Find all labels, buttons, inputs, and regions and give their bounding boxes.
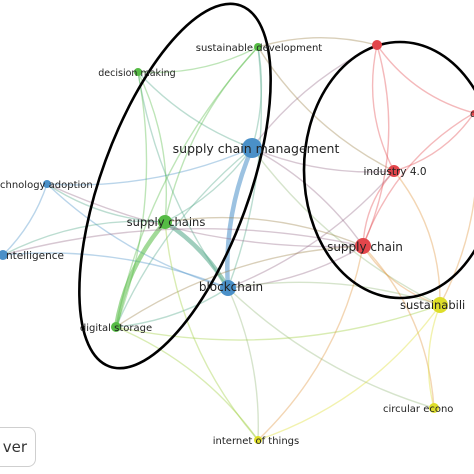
label-layer: supply chain management blockchain chnolog… <box>0 43 474 447</box>
label-supply_chain: supply chain <box>327 240 403 254</box>
edge-intelligence-supply_chain <box>2 227 364 256</box>
edge-red_top-red_right <box>376 44 474 114</box>
node-supply_chain_management[interactable] <box>242 138 262 158</box>
label-supply_chains: supply chains <box>127 215 206 229</box>
label-digital_storage: digital storage <box>80 323 152 334</box>
node-sustainable_development[interactable] <box>254 43 262 51</box>
label-internet_of_things: internet of things <box>213 436 299 447</box>
edge-supply_chain_management-technology_adoption <box>46 147 253 186</box>
edge-supply_chains-technology_adoption <box>46 183 166 223</box>
label-industry_40: industry 4.0 <box>363 166 426 178</box>
label-intelligence: ntelligence <box>6 250 64 262</box>
edge-digital_storage-supply_chain <box>115 245 364 328</box>
edge-industry_40-supply_chain <box>362 170 395 247</box>
label-red_right: d <box>470 109 474 120</box>
node-supply_chain[interactable] <box>355 238 371 254</box>
edge-supply_chains-sustainable_development <box>164 46 259 223</box>
edge-supply_chain_management-supply_chain <box>251 147 364 247</box>
node-layer <box>0 40 474 444</box>
edge-supply_chains-supply_chain <box>164 216 364 247</box>
edge-blockchain-circular_economy <box>227 287 435 409</box>
edge-blockchain-supply_chains <box>163 220 230 290</box>
edge-decision_making-digital_storage <box>115 71 148 328</box>
label-circular_economy: circular econo <box>383 404 453 415</box>
edge-technology_adoption-intelligence <box>2 183 48 256</box>
edge-industry_40-red_right <box>393 112 474 172</box>
edge-internet_of_things-supply_chains <box>164 221 259 441</box>
label-blockchain: blockchain <box>199 280 263 294</box>
edge-supply_chain_management-decision_making <box>137 71 253 149</box>
edge-supply_chain_management-blockchain <box>225 147 255 289</box>
edge-industry_40-red_top <box>371 44 395 172</box>
node-technology_adoption[interactable] <box>43 180 51 188</box>
edge-blockchain-decision_making <box>137 71 229 289</box>
edge-internet_of_things-supply_chain <box>257 245 364 441</box>
edge-industry_40-sustainability <box>393 170 441 306</box>
edge-supply_chains-digital_storage <box>113 220 167 328</box>
node-industry_40[interactable] <box>388 165 400 177</box>
viewer-button-label: ver <box>2 438 27 456</box>
edge-sustainable_development-digital_storage <box>115 46 259 328</box>
edge-supply_chains-decision_making <box>137 71 168 223</box>
red-cluster-outline <box>302 40 474 300</box>
label-sustainability: sustainabili <box>400 298 465 312</box>
edge-sustainability-internet_of_things <box>257 304 441 441</box>
edge-technology_adoption-supply_chain <box>46 183 364 248</box>
edge-supply_chain_management-sustainability <box>251 147 441 306</box>
edge-digital_storage-sustainability <box>115 304 441 341</box>
edge-sustainability-circular_economy <box>427 304 441 409</box>
label-supply_chain_management: supply chain management <box>173 141 340 156</box>
label-decision_making: decision making <box>98 68 175 79</box>
edge-digital_storage-internet_of_things <box>115 326 259 441</box>
node-supply_chains[interactable] <box>158 215 172 229</box>
viewer-button[interactable]: ver <box>0 427 36 467</box>
edge-supply_chain-red_top <box>362 44 390 247</box>
node-red_top[interactable] <box>372 40 382 50</box>
node-internet_of_things[interactable] <box>254 436 262 444</box>
edge-supply_chain-sustainability <box>362 245 441 306</box>
edge-blockchain-intelligence <box>2 252 229 289</box>
label-technology_adoption: chnology adoption <box>0 180 93 191</box>
node-red_right[interactable] <box>471 110 474 116</box>
edge-blockchain-supply_chain <box>227 245 364 289</box>
edge-supply_chain_management-sustainable_development <box>251 46 263 149</box>
node-sustainability[interactable] <box>432 297 448 313</box>
edge-supply_chain_management-industry_40 <box>251 147 395 173</box>
edge-supply_chain_management-supply_chains <box>164 147 253 223</box>
edge-layer <box>2 36 474 441</box>
green-cluster-outline <box>78 2 272 370</box>
node-digital_storage[interactable] <box>111 322 121 332</box>
edge-supply_chain-circular_economy <box>362 245 435 409</box>
label-sustainable_development: sustainable development <box>196 43 323 54</box>
edge-supply_chains-intelligence <box>2 220 166 256</box>
node-decision_making[interactable] <box>134 68 142 76</box>
edge-sustainability-red_right <box>439 113 474 306</box>
node-circular_economy[interactable] <box>429 403 439 413</box>
edge-blockchain-internet_of_things <box>227 287 259 441</box>
node-intelligence[interactable] <box>0 250 8 260</box>
edge-blockchain-technology_adoption <box>46 183 229 289</box>
cluster-outline-layer <box>78 2 474 370</box>
node-blockchain[interactable] <box>220 280 236 296</box>
edge-decision_making-sustainable_development <box>137 46 259 74</box>
edge-blockchain-digital_storage <box>115 287 229 328</box>
edge-sustainable_development-red_top <box>257 36 378 48</box>
edge-supply_chain-red_right <box>362 112 474 247</box>
